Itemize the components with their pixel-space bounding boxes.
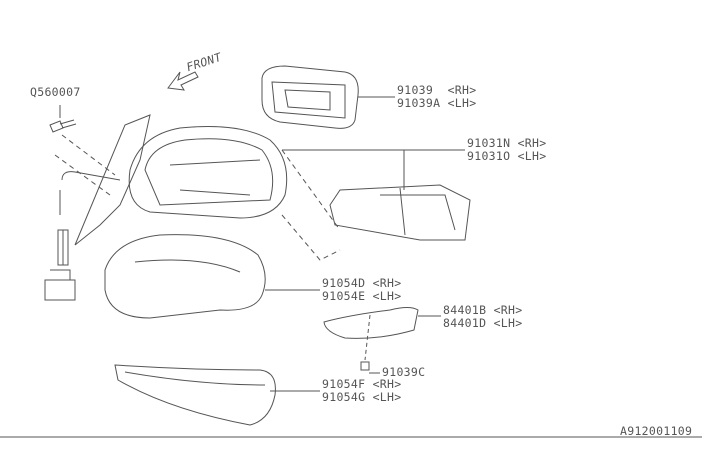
lower-cover-rh: 91054F <RH> xyxy=(322,377,402,391)
mirror-glass-lh: 91039A <LH> xyxy=(397,96,477,110)
turn-signal-drawing xyxy=(323,307,419,371)
actuator-lh: 91031O <LH> xyxy=(467,149,547,163)
turn-signal-lh: 84401D <LH> xyxy=(443,316,523,330)
mirror-glass-rh: 91039 <RH> xyxy=(397,83,477,97)
cover-drawing xyxy=(104,234,266,319)
cover-lh: 91054E <LH> xyxy=(322,289,402,303)
bolt-drawing xyxy=(49,105,77,133)
assembly-guide-lines xyxy=(54,134,116,196)
cover-rh: 91054D <RH> xyxy=(322,276,402,290)
lower-cover-lh: 91054G <LH> xyxy=(322,390,402,404)
lower-cover-drawing xyxy=(114,364,276,426)
mirror-glass-drawing xyxy=(261,65,359,129)
screw-part-number: 91039C xyxy=(382,365,426,379)
bolt-part-number: Q560007 xyxy=(30,85,81,99)
mirror-base-drawing xyxy=(44,114,151,301)
mirror-housing-drawing xyxy=(128,126,288,219)
turn-signal-rh: 84401B <RH> xyxy=(443,303,523,317)
front-arrow xyxy=(167,71,199,91)
actuator-drawing xyxy=(329,184,471,241)
diagram-code: A912001109 xyxy=(620,424,693,438)
actuator-rh: 91031N <RH> xyxy=(467,136,547,150)
leader-lines xyxy=(0,96,702,438)
actuator-guide-lines xyxy=(281,149,341,261)
